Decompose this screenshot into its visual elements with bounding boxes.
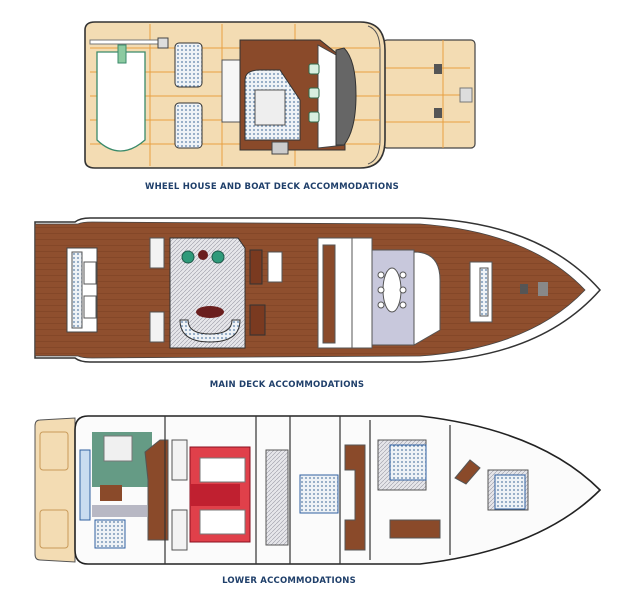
stairs-up [249, 249, 263, 285]
pilot-settee [413, 251, 441, 346]
helm-chair [308, 87, 320, 99]
stairs-down [249, 304, 266, 336]
day-head [267, 251, 283, 283]
deck-hatch [434, 108, 442, 118]
swim-platform [34, 417, 76, 563]
anchor-windlass [520, 284, 528, 294]
helm-chair [308, 63, 320, 75]
stairs [271, 141, 289, 155]
settee [174, 102, 203, 149]
guest-head [344, 444, 366, 551]
armchair [181, 250, 195, 264]
salon [169, 237, 246, 349]
deck-hatch [434, 64, 442, 74]
vip-berth [389, 444, 427, 481]
ladder-icon [459, 87, 473, 103]
wet-bar [221, 59, 243, 123]
crew-stairs [144, 439, 169, 541]
outboard-motor [117, 44, 127, 64]
engine [199, 457, 246, 483]
lower-deck-plan: LOWER ACCOMMODATIONS [34, 415, 602, 586]
bow-settee [479, 267, 489, 317]
crew-berth [94, 519, 126, 549]
salon-sofa [179, 319, 241, 343]
engine [199, 509, 246, 535]
side-table [198, 250, 208, 260]
guest-berth [299, 474, 339, 514]
dining-table [382, 267, 402, 313]
tender-boat [96, 51, 146, 152]
wheel-house-deck-title: WHEEL HOUSE AND BOAT DECK ACCOMMODATIONS [145, 182, 399, 192]
davit-crane [157, 37, 169, 49]
coffee-table [196, 306, 224, 318]
main-deck-title: MAIN DECK ACCOMMODATIONS [210, 380, 365, 390]
main-deck-plan: MAIN DECK ACCOMMODATIONS [34, 217, 602, 390]
helm-chair [308, 111, 320, 123]
armchair [211, 250, 225, 264]
settee [174, 42, 203, 88]
lower-deck-title: LOWER ACCOMMODATIONS [222, 576, 356, 586]
crew-passage [79, 449, 91, 521]
wheel-house-deck-plan: WHEEL HOUSE AND BOAT DECK ACCOMMODATIONS [84, 21, 476, 192]
anchor-windlass [538, 282, 548, 296]
forward-berth [494, 474, 526, 510]
helm-console [335, 47, 357, 146]
